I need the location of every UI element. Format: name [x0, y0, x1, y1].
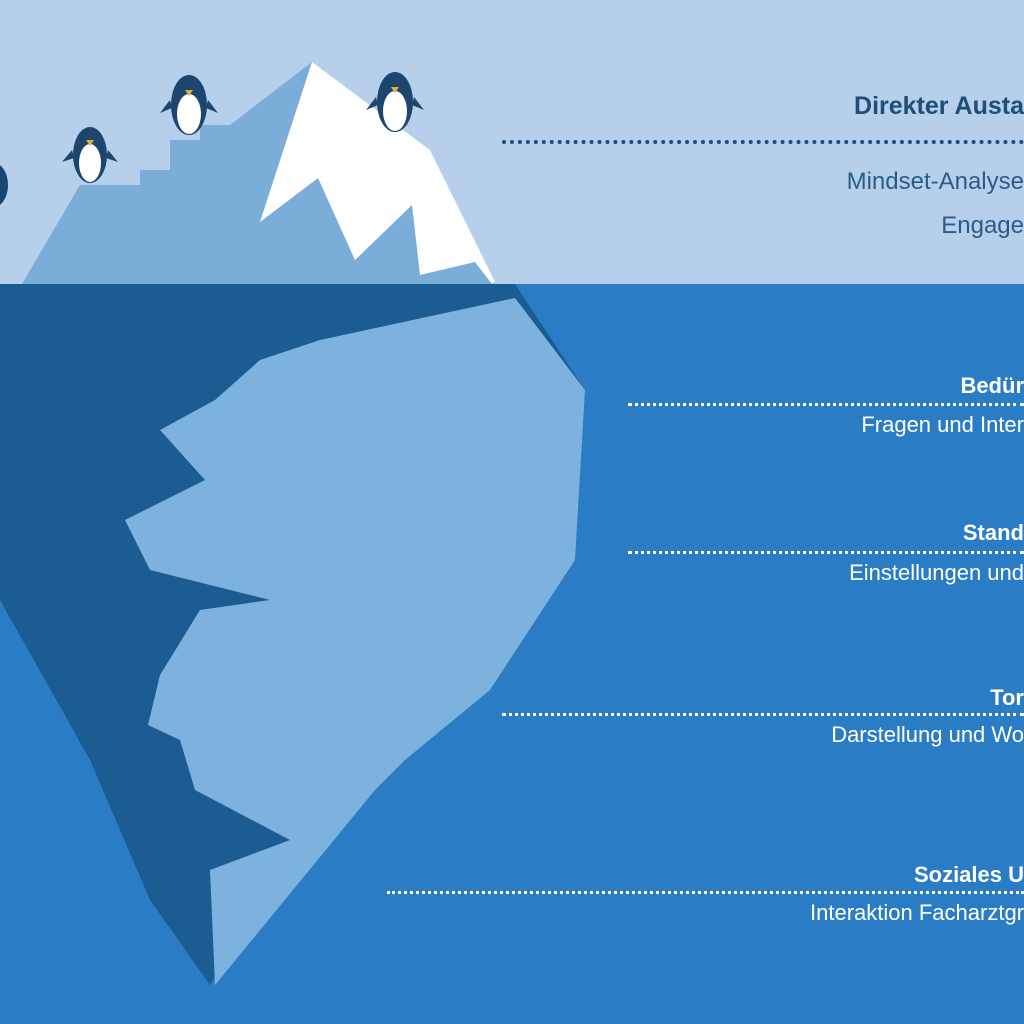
penguin-1-icon [62, 127, 118, 183]
snow-cap [260, 62, 495, 284]
layer-1-sub: Fragen und Inter [861, 412, 1024, 437]
layer-3-sub: Darstellung und Wo [831, 722, 1024, 747]
above-divider [502, 140, 1024, 144]
layer-1-heading: Bedür [960, 373, 1024, 398]
layer-4-divider [387, 891, 1024, 894]
above-line-2: Engage [941, 212, 1024, 239]
layer-2-divider [628, 551, 1024, 554]
layer-4-heading: Soziales U [913, 862, 1024, 887]
layer-3-divider [502, 713, 1024, 716]
layer-2-sub: Einstellungen und [849, 560, 1024, 585]
penguin-3-icon [366, 72, 424, 132]
above-heading: Direkter Austa [854, 92, 1024, 120]
above-line-1: Mindset-Analyse [846, 168, 1024, 195]
penguin-left-edge-icon [0, 165, 8, 205]
layer-2-heading: Stand [962, 520, 1024, 545]
penguin-2-icon [160, 75, 218, 135]
layer-1-divider [628, 403, 1024, 406]
layer-3-heading: Tor [990, 685, 1024, 710]
layer-4-sub: Interaktion Facharztgr [810, 900, 1024, 925]
iceberg-underwater-light [125, 298, 585, 985]
